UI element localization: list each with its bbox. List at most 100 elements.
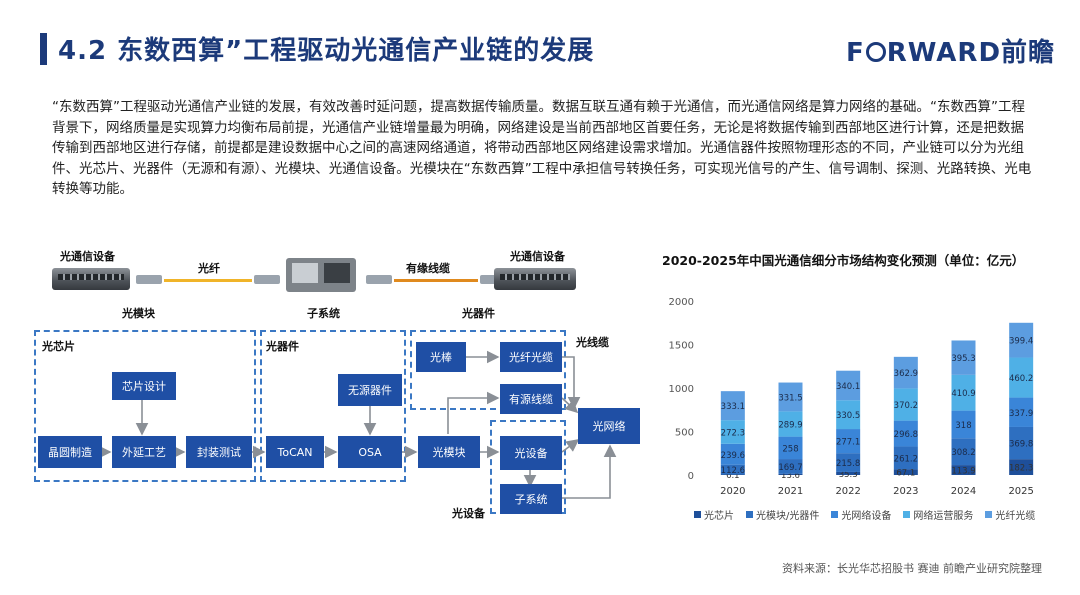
- label-module: 光模块: [122, 307, 155, 320]
- node-epitaxy: 外延工艺: [112, 436, 176, 468]
- node-optical-network: 光网络: [578, 408, 640, 444]
- bar-data-label: 410.9: [951, 389, 975, 399]
- bar-segment: [720, 464, 745, 475]
- bar-segment: [720, 443, 745, 465]
- x-tick-label: 2022: [835, 486, 860, 497]
- legend-label: 网络运营服务: [913, 511, 974, 522]
- legend-swatch: [746, 511, 753, 518]
- optical-module-icon-3: [366, 275, 392, 284]
- bar-segment: [836, 400, 861, 430]
- network-switch-right-icon: [494, 268, 576, 290]
- bar-data-label: 215.8: [836, 459, 860, 469]
- legend-swatch: [694, 511, 701, 518]
- bar-segment: [778, 459, 803, 474]
- bar-data-label: 35.3: [839, 470, 858, 480]
- node-fiber-cable: 光纤光缆: [500, 342, 562, 372]
- legend-item: 光纤光缆: [985, 507, 1035, 522]
- legend-item: 网络运营服务: [903, 507, 973, 522]
- legend-item: 光网络设备: [831, 507, 891, 522]
- bar-data-label: 258: [782, 444, 798, 454]
- bar-data-label: 337.9: [1009, 409, 1033, 419]
- bar-data-label: 370.2: [894, 401, 918, 411]
- bar-data-label: 112.6: [721, 466, 745, 476]
- bar-segment: [1009, 322, 1034, 358]
- bar-data-label: 340.1: [836, 382, 860, 392]
- y-tick-label: 500: [675, 428, 694, 439]
- page-title: 4.2 东数西算”工程驱动光通信产业链的发展: [58, 36, 595, 66]
- bar-data-label: 67.1: [896, 469, 915, 479]
- network-switch-left-icon: [52, 268, 130, 290]
- legend-item: 光芯片: [694, 507, 734, 522]
- node-optical-equipment: 光设备: [500, 436, 562, 470]
- node-passive-device: 无源器件: [338, 374, 402, 406]
- bar-segment: [720, 474, 745, 475]
- bar-segment: [951, 465, 976, 475]
- bar-segment: [778, 411, 803, 437]
- group-optical-device: [260, 330, 406, 482]
- bar-data-label: 318: [955, 421, 971, 431]
- label-fiber: 光纤: [198, 262, 220, 275]
- node-tocan: ToCAN: [266, 436, 324, 468]
- bar-segment: [951, 410, 976, 439]
- bar-segment: [893, 356, 918, 389]
- node-package-test: 封装测试: [186, 436, 252, 468]
- x-tick-label: 2025: [1008, 486, 1033, 497]
- bar-data-label: 362.9: [894, 369, 918, 379]
- bar-data-label: 169.7: [778, 463, 802, 473]
- bar-segment: [1009, 397, 1034, 427]
- group-optical-chip: [34, 330, 256, 482]
- bar-data-label: 333.1: [721, 402, 745, 412]
- stacked-bar-chart: 05001000150020006.1112.6239.6272.3333.12…: [669, 297, 1034, 497]
- label-subsystem: 子系统: [307, 307, 340, 320]
- bar-data-label: 296.8: [894, 430, 918, 440]
- legend-swatch: [831, 511, 839, 518]
- legend-swatch: [985, 511, 993, 518]
- bar-data-label: 113.9: [951, 467, 975, 477]
- legend-label: 光纤光缆: [995, 511, 1036, 522]
- label-device-right: 光通信设备: [510, 250, 565, 263]
- label-active-cable: 有缘线缆: [406, 262, 450, 275]
- node-wafer-manufacturing: 晶圆制造: [38, 436, 102, 468]
- bar-segment: [778, 436, 803, 460]
- y-tick-label: 1500: [669, 341, 694, 352]
- node-active-cable: 有源线缆: [500, 384, 562, 414]
- logo-circle-icon: [865, 42, 886, 62]
- group-label-equipment: 光设备: [452, 507, 485, 520]
- y-tick-label: 0: [688, 471, 694, 482]
- bar-data-label: 308.2: [951, 448, 975, 458]
- bar-data-label: 277.1: [836, 438, 860, 448]
- bar-segment: [951, 438, 976, 466]
- y-tick-label: 1000: [669, 384, 694, 395]
- bar-segment: [893, 446, 918, 470]
- x-tick-label: 2021: [778, 486, 803, 497]
- intro-paragraph: “东数西算”工程驱动光通信产业链的发展，有效改善时延问题，提高数据传输质量。数据…: [52, 99, 1032, 197]
- group-label-chip: 光芯片: [42, 340, 75, 353]
- legend-label: 光模块/光器件: [756, 511, 820, 522]
- bar-data-label: 182.3: [1009, 464, 1033, 474]
- bar-segment: [836, 429, 861, 454]
- legend-label: 光芯片: [704, 511, 734, 522]
- node-optical-module: 光模块: [418, 436, 480, 468]
- bar-segment: [778, 382, 803, 412]
- bar-data-label: 6.1: [726, 471, 740, 481]
- bar-segment: [836, 471, 861, 475]
- bar-segment: [893, 469, 918, 475]
- node-subsystem: 子系统: [500, 484, 562, 514]
- bar-segment: [720, 391, 745, 421]
- bar-segment: [951, 340, 976, 375]
- node-chip-design: 芯片设计: [112, 372, 176, 400]
- bar-segment: [836, 453, 861, 472]
- bar-segment: [893, 420, 918, 447]
- group-label-device: 光器件: [266, 340, 299, 353]
- bar-data-label: 330.5: [836, 411, 860, 421]
- bar-data-label: 239.6: [721, 451, 745, 461]
- bar-segment: [1009, 357, 1034, 398]
- bar-data-label: 369.8: [1009, 440, 1033, 450]
- bar-data-label: 13.6: [781, 471, 800, 481]
- group-optical-cable: [410, 330, 566, 410]
- node-optical-rod: 光棒: [416, 342, 466, 372]
- bar-segment: [720, 420, 745, 444]
- bar-data-label: 261.2: [894, 454, 918, 464]
- bar-segment: [1009, 459, 1034, 475]
